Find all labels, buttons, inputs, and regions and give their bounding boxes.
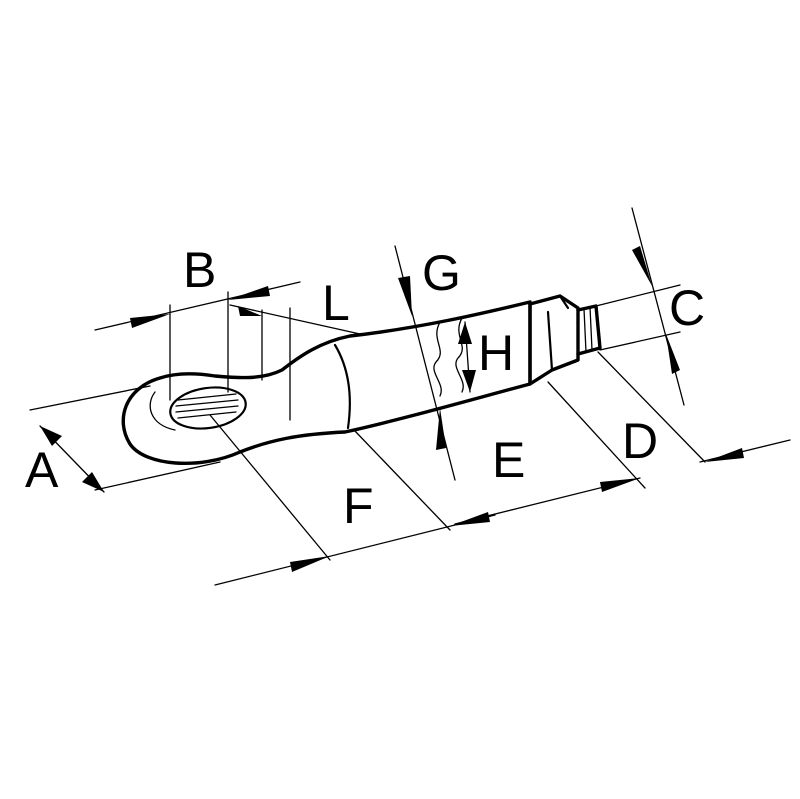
- arrow-b-left: [130, 314, 170, 328]
- arrow-c-top: [632, 246, 652, 286]
- arrow-d-right: [705, 448, 744, 462]
- arrow-f-right: [450, 512, 490, 526]
- break-mark-2: [455, 317, 464, 393]
- hex-nut-edge: [546, 310, 554, 372]
- label-h: H: [478, 325, 514, 381]
- eye-hole: [169, 386, 247, 430]
- hex-nut-edge-2: [558, 294, 570, 310]
- label-a: A: [25, 442, 59, 498]
- arrow-a-bottom: [82, 472, 104, 492]
- label-l: L: [322, 275, 350, 331]
- label-d: D: [622, 413, 658, 469]
- part-outline: [121, 300, 532, 466]
- body-shoulder-line: [333, 343, 351, 430]
- label-b: B: [183, 242, 216, 298]
- arrow-h-top: [458, 322, 472, 344]
- arrow-c-bottom: [666, 334, 680, 374]
- arrowheads: [40, 246, 744, 572]
- dimension-labels: A B C D E F G H L: [25, 242, 705, 534]
- break-mark: [433, 321, 442, 397]
- arrow-l: [238, 306, 262, 316]
- hex-nut: [528, 294, 580, 386]
- label-f: F: [343, 478, 374, 534]
- label-e: E: [492, 432, 525, 488]
- arrow-b-right: [228, 286, 270, 300]
- arrow-f-left: [290, 556, 330, 572]
- arrow-a-top: [40, 426, 62, 446]
- label-c: C: [669, 280, 705, 336]
- arrow-e-right: [600, 478, 640, 492]
- label-g: G: [422, 245, 461, 301]
- eye-hole-thread: [175, 393, 239, 419]
- eye-inner-rim: [149, 391, 176, 431]
- threaded-stud: [576, 304, 602, 356]
- arrow-h-bottom: [462, 370, 476, 392]
- dimension-lines: [29, 207, 791, 586]
- eye-terminal-part: [121, 294, 602, 466]
- arrow-g-bottom: [436, 408, 446, 450]
- stud-thread: [583, 306, 593, 353]
- arrow-g-top: [398, 276, 412, 316]
